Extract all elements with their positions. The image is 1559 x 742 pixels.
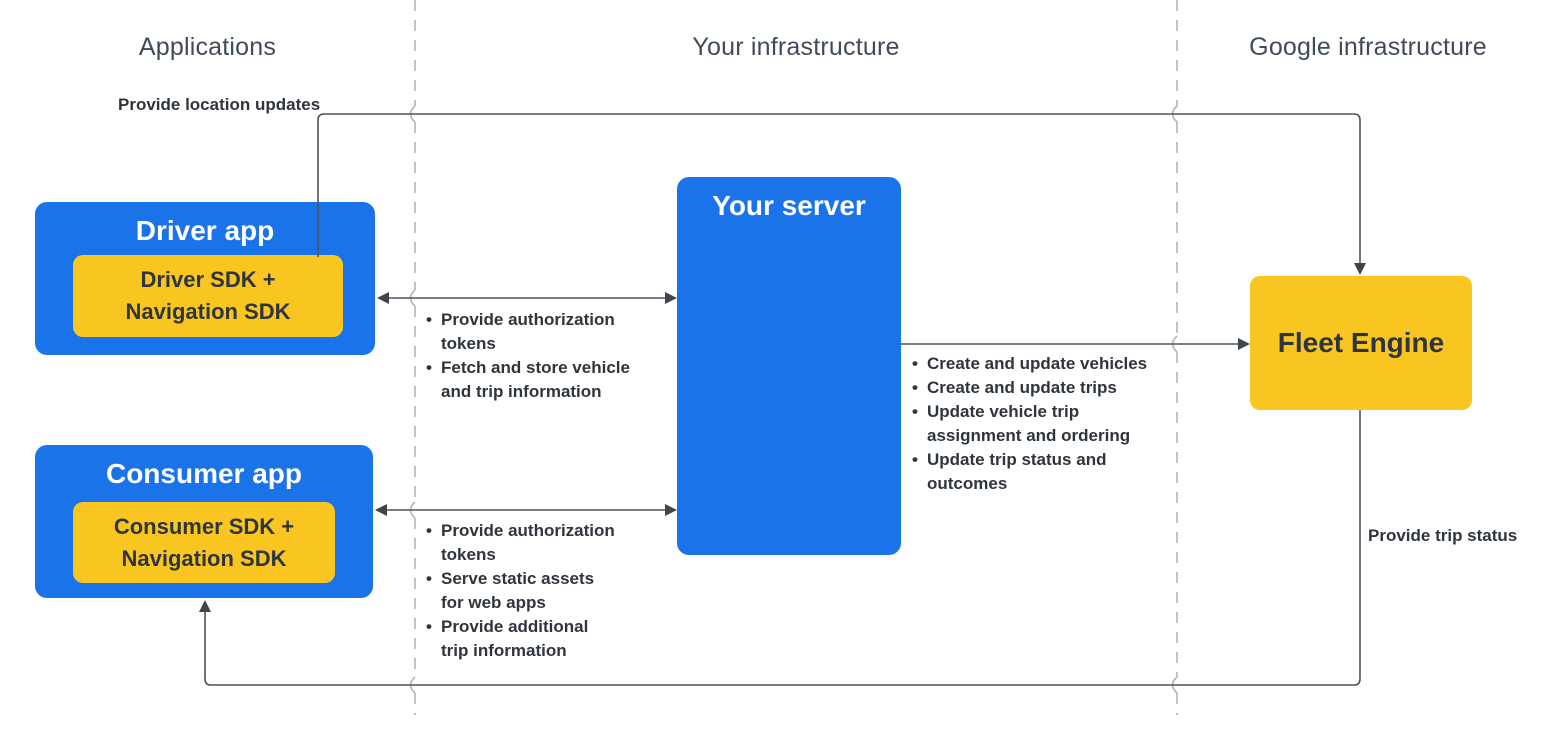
arrowhead-left-icon bbox=[377, 292, 389, 304]
list-item: Provide authorization tokens bbox=[426, 308, 666, 356]
consumer-sdk-node: Consumer SDK + Navigation SDK bbox=[73, 502, 335, 583]
arrow-consumer-server bbox=[375, 504, 677, 516]
driver-server-bullet-list: Provide authorization tokens Fetch and s… bbox=[426, 308, 666, 404]
list-item: Provide authorization tokens bbox=[426, 519, 666, 567]
edge-label-provide-location-updates: Provide location updates bbox=[118, 95, 321, 114]
fleet-engine-node: Fleet Engine bbox=[1250, 276, 1472, 410]
arrowhead-right-icon bbox=[1238, 338, 1250, 350]
your-server-node: Your server bbox=[677, 177, 901, 555]
column-header-google-infrastructure: Google infrastructure bbox=[1249, 33, 1487, 61]
consumer-app-title: Consumer app bbox=[105, 458, 303, 489]
list-item: Update vehicle trip assignment and order… bbox=[912, 400, 1182, 448]
column-header-applications: Applications bbox=[138, 33, 277, 61]
edge-label-provide-trip-status: Provide trip status bbox=[1368, 526, 1518, 545]
arrow-server-fleet bbox=[901, 338, 1250, 350]
arrowhead-up-icon bbox=[199, 600, 211, 612]
driver-sdk-node: Driver SDK + Navigation SDK bbox=[73, 255, 343, 337]
list-item: Serve static assets for web apps bbox=[426, 567, 666, 615]
arrow-driver-server bbox=[377, 292, 677, 304]
your-server-title: Your server bbox=[712, 190, 866, 221]
list-item: Provide additional trip information bbox=[426, 615, 666, 663]
arrowhead-right-icon bbox=[665, 504, 677, 516]
driver-app-title: Driver app bbox=[135, 215, 275, 246]
column-divider-left bbox=[409, 0, 416, 715]
column-header-your-infrastructure: Your infrastructure bbox=[692, 33, 900, 61]
list-item: Create and update vehicles bbox=[912, 352, 1182, 376]
arrowhead-right-icon bbox=[665, 292, 677, 304]
arrowhead-down-icon bbox=[1354, 263, 1366, 275]
consumer-server-bullet-list: Provide authorization tokens Serve stati… bbox=[426, 519, 666, 663]
arrowhead-left-icon bbox=[375, 504, 387, 516]
server-fleet-bullet-list: Create and update vehicles Create and up… bbox=[912, 352, 1182, 496]
list-item: Create and update trips bbox=[912, 376, 1182, 400]
list-item: Update trip status and outcomes bbox=[912, 448, 1182, 496]
list-item: Fetch and store vehicle and trip informa… bbox=[426, 356, 666, 404]
